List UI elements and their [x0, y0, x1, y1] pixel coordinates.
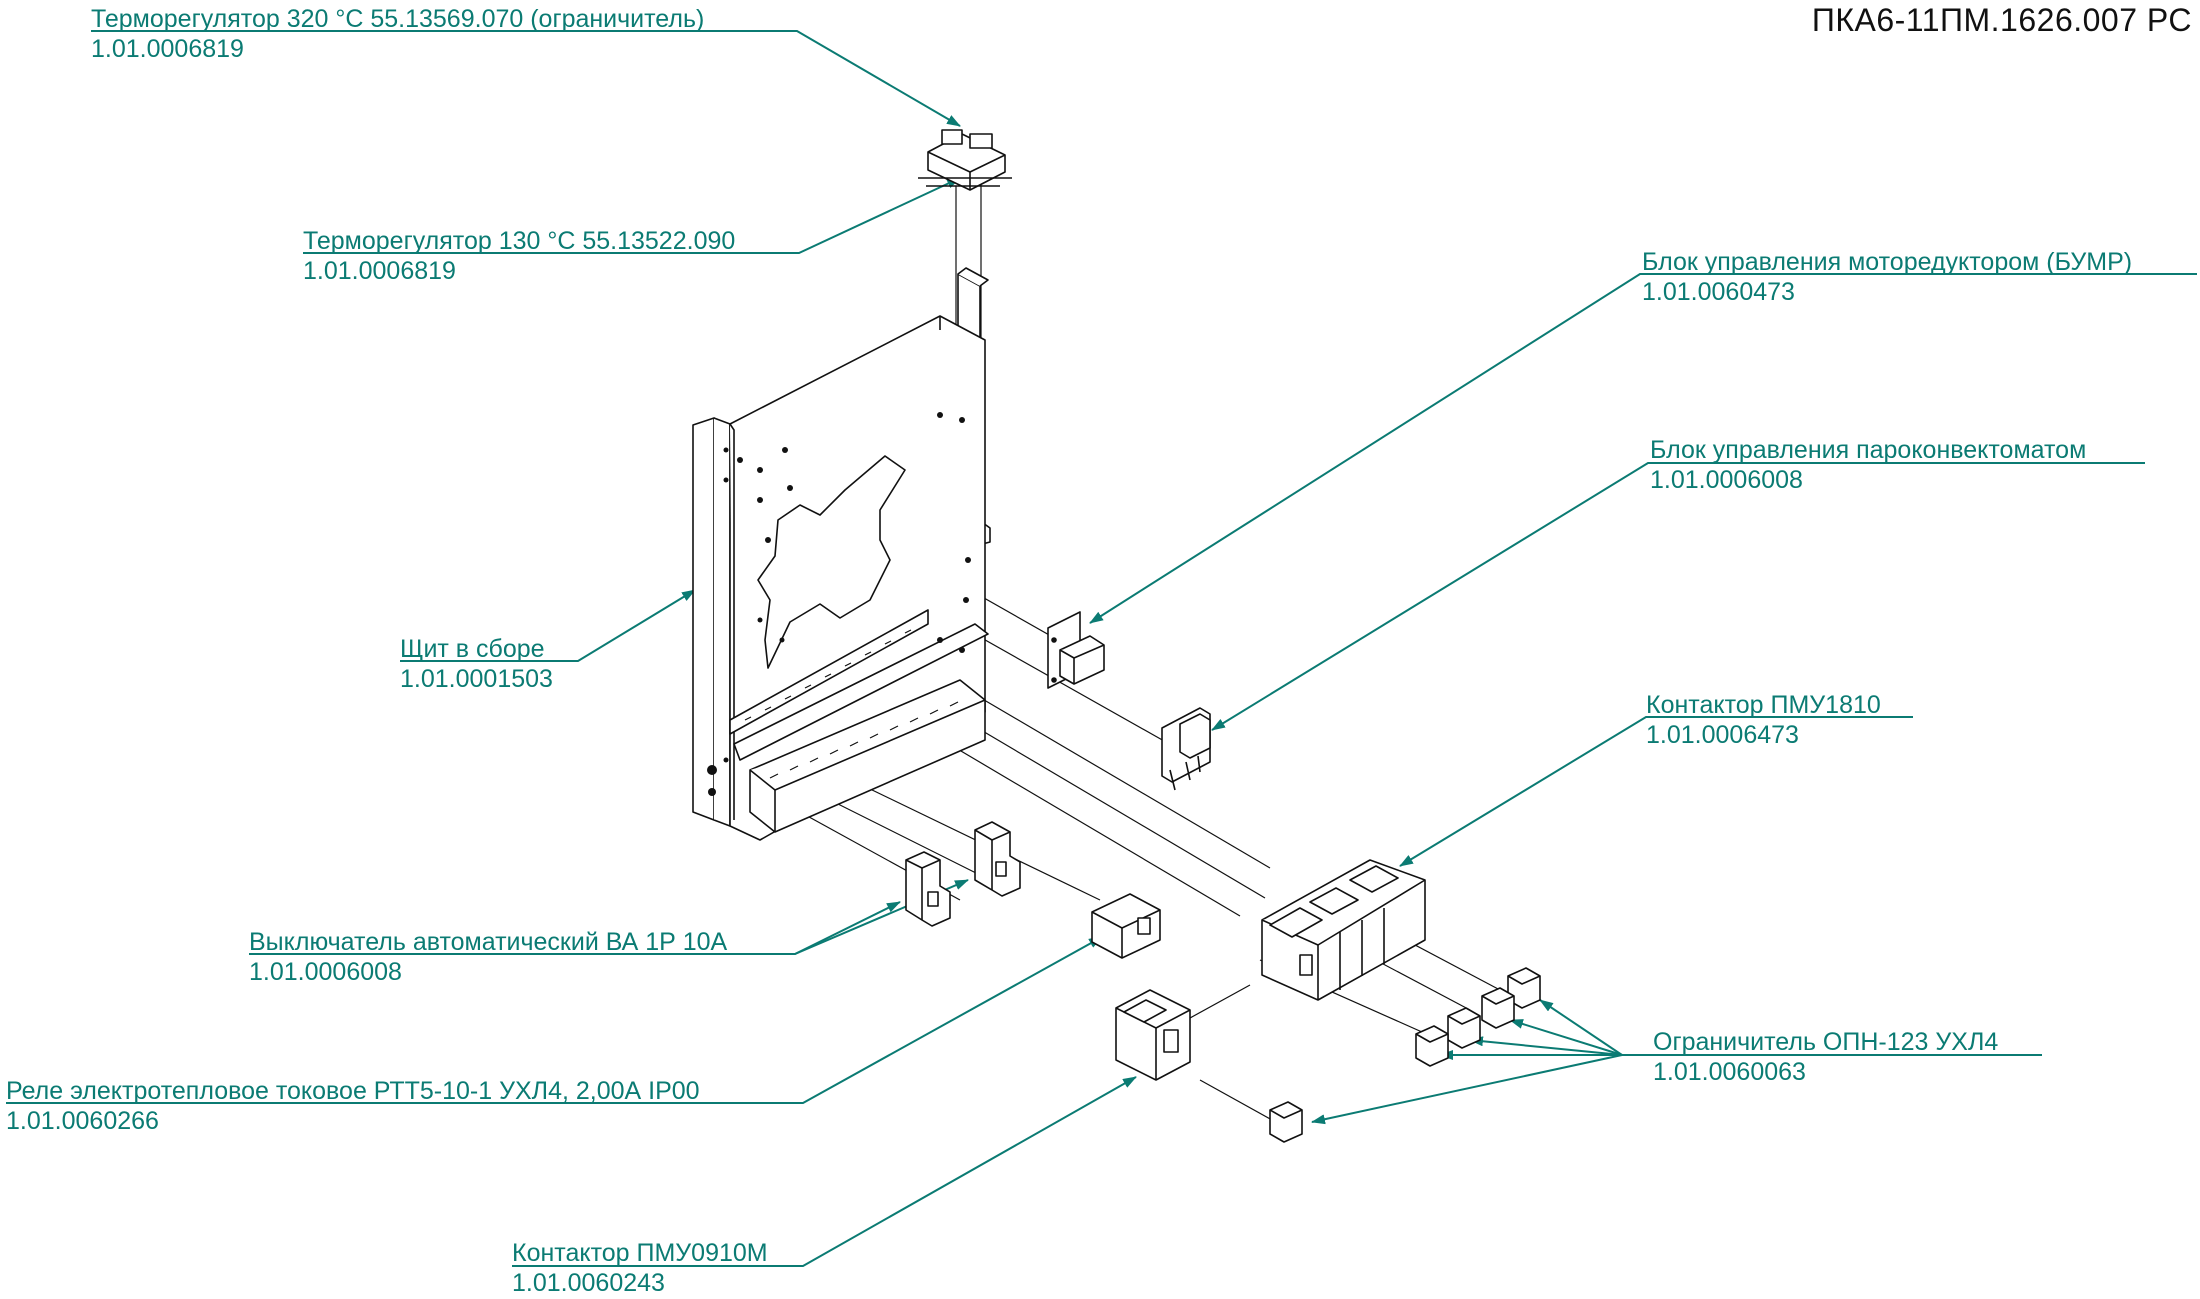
leader-thermostat-320 [91, 30, 961, 127]
thermostat-320 [918, 129, 1012, 191]
breaker-1 [974, 821, 1021, 897]
callout-bumr: Блок управления моторедуктором (БУМР) 1.… [1642, 247, 2134, 307]
contactor-0910 [1115, 989, 1191, 1081]
leader-limiter [1311, 999, 2042, 1125]
leader-relay [6, 936, 1103, 1104]
callout-code: 1.01.0001503 [400, 665, 553, 693]
callout-code: 1.01.0060473 [1642, 278, 1795, 306]
leader-thermostat-130 [303, 177, 961, 254]
steam-control-unit [1161, 707, 1211, 791]
callout-name: Блок управления моторедуктором (БУМР) [1642, 248, 2133, 276]
callout-thermostat-320: Терморегулятор 320 °С 55.13569.070 (огра… [91, 4, 706, 64]
callout-name: Щит в сборе [400, 635, 545, 663]
bumr-unit [1047, 611, 1105, 689]
callout-name: Терморегулятор 130 °С 55.13522.090 [303, 227, 736, 255]
callout-code: 1.01.0006008 [249, 958, 402, 986]
breaker-2 [905, 851, 951, 927]
callout-contactor-0910: Контактор ПМУ0910М 1.01.0060243 [512, 1238, 770, 1298]
callout-thermostat-130: Терморегулятор 130 °С 55.13522.090 1.01.… [303, 226, 737, 286]
limiter-2 [1481, 987, 1515, 1029]
assembly [692, 129, 1541, 1143]
callout-code: 1.01.0006473 [1646, 721, 1799, 749]
callout-contactor-1810: Контактор ПМУ1810 1.01.0006473 [1646, 690, 1883, 750]
callout-relay: Реле электротепловое токовое РТТ5-10-1 У… [6, 1076, 702, 1136]
limiter-5 [1269, 1101, 1303, 1143]
callout-code: 1.01.0060243 [512, 1269, 665, 1297]
callout-code: 1.01.0006819 [303, 257, 456, 285]
limiter-3 [1447, 1007, 1481, 1049]
contactor-1810-group [1261, 859, 1426, 1001]
leader-panel [400, 589, 696, 662]
callout-name: Выключатель автоматический ВА 1Р 10А [249, 928, 728, 956]
callout-name: Контактор ПМУ0910М [512, 1239, 768, 1267]
callout-name: Ограничитель ОПН-123 УХЛ4 [1653, 1028, 1999, 1056]
callout-code: 1.01.0060063 [1653, 1058, 1806, 1086]
leader-bumr [1089, 273, 2197, 624]
callout-name: Терморегулятор 320 °С 55.13569.070 (огра… [91, 5, 705, 33]
leader-steam-control [1211, 462, 2145, 731]
limiter-4 [1415, 1025, 1449, 1067]
leader-contactor-0910 [512, 1076, 1137, 1267]
document-number: ПКА6-11ПМ.1626.007 РС [1811, 2, 2192, 38]
thermal-relay [1091, 893, 1161, 959]
callout-name: Контактор ПМУ1810 [1646, 691, 1881, 719]
callout-code: 1.01.0006819 [91, 35, 244, 63]
callout-name: Блок управления пароконвектоматом [1650, 436, 2087, 464]
callout-name: Реле электротепловое токовое РТТ5-10-1 У… [6, 1077, 700, 1105]
callout-code: 1.01.0060266 [6, 1107, 159, 1135]
callout-breaker: Выключатель автоматический ВА 1Р 10А 1.0… [249, 927, 729, 987]
leader-contactor-1810 [1399, 716, 1913, 867]
callout-panel: Щит в сборе 1.01.0001503 [400, 634, 553, 694]
callout-limiter: Ограничитель ОПН-123 УХЛ4 1.01.0060063 [1653, 1027, 2000, 1087]
leader-breaker-a [249, 901, 901, 955]
callout-code: 1.01.0006008 [1650, 466, 1803, 494]
leader-lines [6, 30, 2197, 1267]
panel-assembly [692, 315, 989, 841]
callout-steam-control: Блок управления пароконвектоматом 1.01.0… [1650, 435, 2088, 495]
